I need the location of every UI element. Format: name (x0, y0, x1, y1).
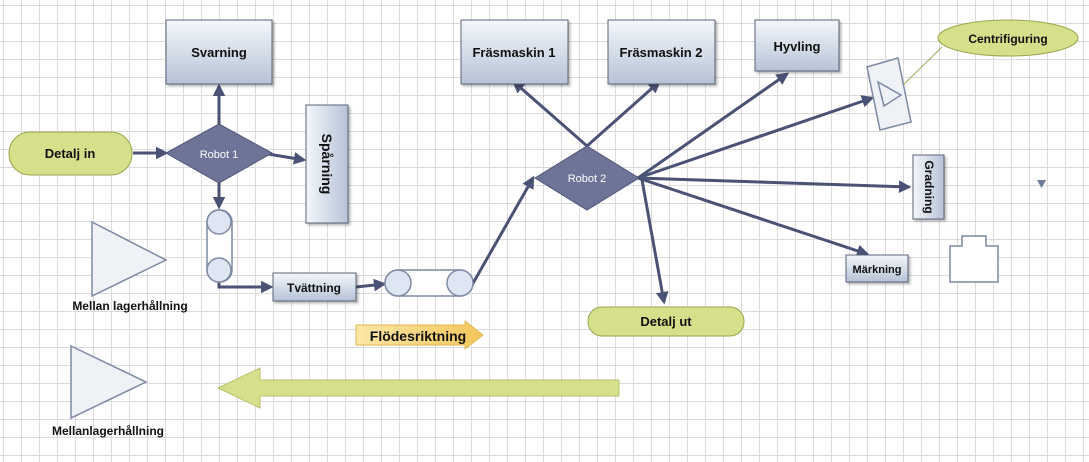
horizontal-conveyor (384, 269, 474, 297)
connector-robot2-markning (637, 176, 870, 257)
detalj-ut-label: Detalj ut (640, 314, 692, 329)
connector-robot2-gradning (637, 176, 912, 193)
flodesriktning-label: Flödesriktning (370, 328, 466, 344)
robot2-diamond: Robot 2 (534, 145, 640, 211)
connector-tvattning-conveyor (355, 278, 387, 292)
tvattning-label: Tvättning (287, 281, 341, 295)
robot2-label: Robot 2 (568, 173, 607, 185)
connector-robot2-detalj-ut (640, 179, 669, 305)
sparning-box: Spårning (305, 104, 349, 224)
svarning-label: Svarning (191, 45, 247, 60)
frasmaskin2-label: Fräsmaskin 2 (619, 45, 702, 60)
frasmaskin2-box: Fräsmaskin 2 (607, 19, 716, 85)
gradning-label: Gradning (922, 160, 936, 213)
tvattning-box: Tvättning (272, 272, 357, 302)
big-left-arrow (216, 367, 620, 409)
mellan-lagerhallning-label: Mellan lagerhållning (72, 299, 187, 313)
connector-robot2-frasmaskin2 (586, 80, 661, 148)
centrifugering-label: Centrifiguring (968, 32, 1047, 46)
vertical-conveyor (206, 209, 233, 283)
mellan-lagerhallning-triangle: Mellan lagerhållning (72, 220, 188, 313)
svarning-box: Svarning (165, 19, 273, 85)
centrifugering-terminal: Centrifiguring (899, 19, 1079, 89)
frasmaskin1-box: Fräsmaskin 1 (460, 19, 569, 85)
connector-conveyor-robot2 (470, 175, 535, 286)
frasmaskin1-label: Fräsmaskin 1 (472, 45, 555, 60)
small-triangle-marker-icon (1037, 180, 1046, 188)
markning-label: Märkning (853, 264, 902, 276)
detalj-in-terminal: Detalj in (8, 131, 133, 176)
hyvling-label: Hyvling (774, 39, 821, 54)
robot1-diamond: Robot 1 (164, 123, 274, 184)
mellanlagerhallning-triangle: Mellanlagerhållning (52, 344, 164, 438)
centrifugering-shape (866, 57, 912, 131)
gradning-box: Gradning (912, 154, 945, 220)
connector-robot2-centrifugering (637, 95, 875, 180)
connector-robot2-frasmaskin1 (512, 80, 588, 148)
connector-robot2-hyvling (637, 72, 790, 180)
markning-box: Märkning (845, 254, 909, 283)
connector-conveyor-tvattning (217, 280, 274, 294)
hyvling-box: Hyvling (754, 19, 840, 72)
warehouse-icon (949, 235, 999, 283)
flodesriktning-arrow: Flödesriktning (355, 319, 484, 351)
detalj-in-label: Detalj in (45, 146, 96, 161)
robot1-label: Robot 1 (200, 149, 239, 161)
detalj-ut-terminal: Detalj ut (587, 306, 745, 337)
sparning-label: Spårning (319, 134, 335, 195)
mellanlagerhallning-label: Mellanlagerhållning (52, 424, 164, 438)
